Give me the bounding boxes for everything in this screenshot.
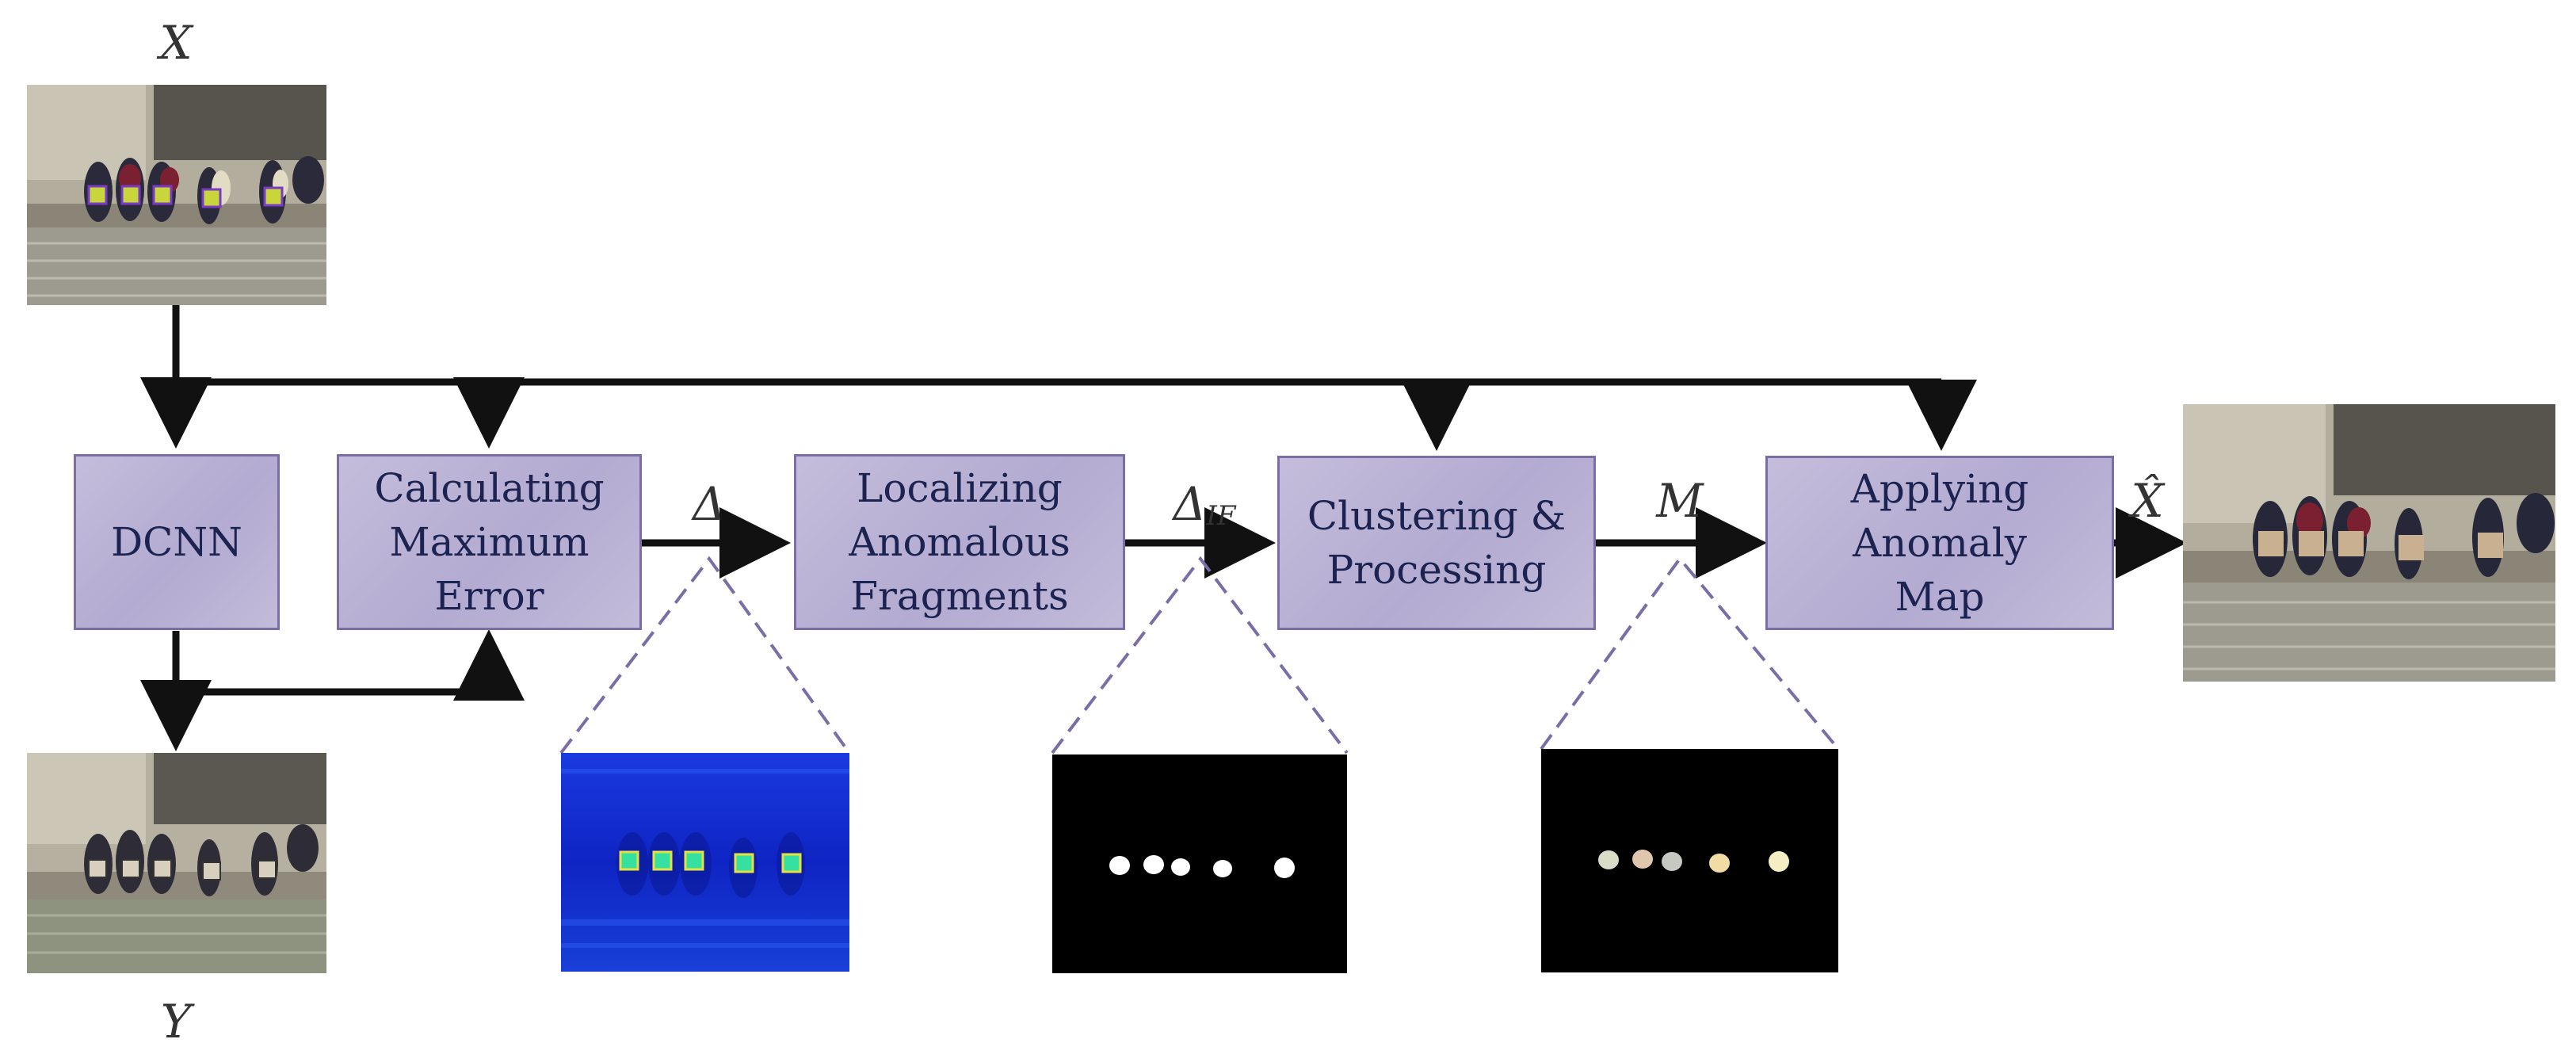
arrow-dcnn-to-max-error xyxy=(176,629,525,701)
image-input-x xyxy=(27,85,326,305)
zoom-lines-delta xyxy=(559,556,851,754)
label-delta: Δ xyxy=(693,477,726,531)
image-fragment-mask xyxy=(1052,754,1347,973)
image-anomaly-map xyxy=(1541,749,1838,972)
block-max-error: Calculating Maximum Error xyxy=(337,454,642,630)
label-delta-if-main: Δ xyxy=(1173,477,1207,531)
label-y: Y xyxy=(160,995,192,1049)
label-delta-if-sub: IF xyxy=(1206,500,1236,532)
block-localizing: Localizing Anomalous Fragments xyxy=(794,454,1125,630)
image-predicted-y xyxy=(27,753,326,973)
block-applying: Applying Anomaly Map xyxy=(1765,456,2114,630)
label-delta-if: ΔIF xyxy=(1153,477,1256,532)
block-clustering: Clustering & Processing xyxy=(1277,456,1596,630)
label-x: X xyxy=(159,16,193,70)
block-dcnn: DCNN xyxy=(74,454,280,630)
image-error-heatmap xyxy=(561,753,849,972)
zoom-lines-delta-if xyxy=(1051,556,1349,754)
label-m: M xyxy=(1656,474,1704,528)
image-output-x-hat xyxy=(2183,404,2555,682)
label-x-hat: X̂ xyxy=(2131,474,2164,528)
